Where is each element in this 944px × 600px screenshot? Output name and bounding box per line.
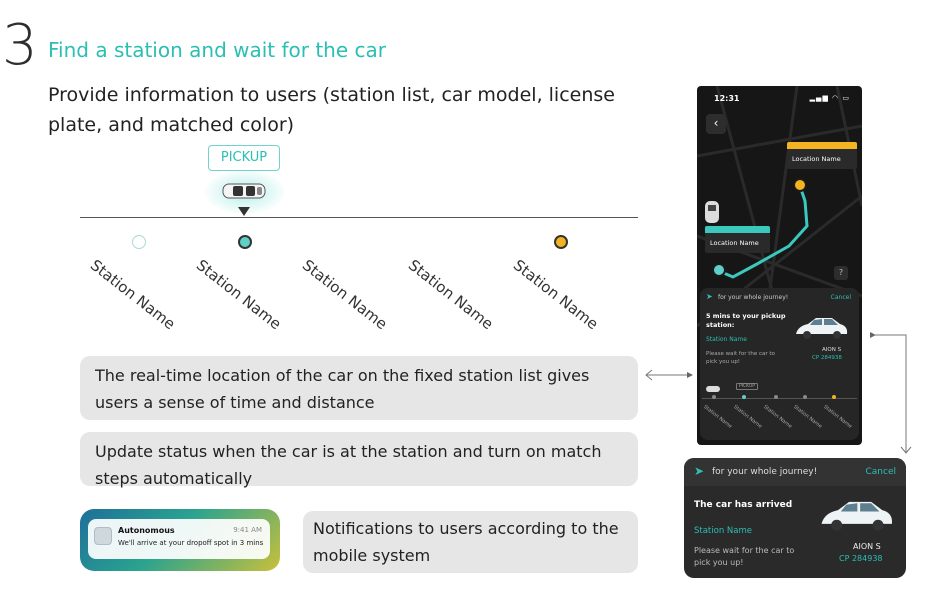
notification-message: We'll arrive at your dropoff spot in 3 m… xyxy=(118,539,264,547)
card-station-name: Station Name xyxy=(706,336,747,343)
mini-station-4: Station Name xyxy=(792,404,823,430)
phone-status-icons: ▂▄▆ ◠ ▭ xyxy=(809,94,850,102)
card-cancel-link[interactable]: Cancel xyxy=(830,294,851,301)
note-update: Update status when the car is at the sta… xyxy=(80,432,638,488)
location-bottom[interactable]: Location Name xyxy=(705,233,770,253)
station-line xyxy=(80,217,638,218)
arrived-journey-text: for your whole journey! xyxy=(712,467,818,477)
step-number: 3 xyxy=(2,13,38,78)
mini-station-2: Station Name xyxy=(732,404,763,430)
back-button[interactable]: ‹ xyxy=(706,114,726,134)
help-button[interactable]: ? xyxy=(834,266,848,280)
arrived-car-model: AION S xyxy=(853,542,881,551)
card-license-plate: CP 284938 xyxy=(812,355,842,361)
car-arrived-card: ➤ for your whole journey! Cancel The car… xyxy=(684,458,906,578)
notification-app: Autonomous xyxy=(118,526,175,535)
mini-station-dots xyxy=(712,395,836,399)
connector-arrow-left xyxy=(645,369,693,381)
station-label-4: Station Name xyxy=(404,256,497,334)
notification-banner: Autonomous 9:41 AM We'll arrive at your … xyxy=(88,519,270,559)
pickup-bar xyxy=(705,226,770,233)
destination-bar xyxy=(787,142,857,149)
station-label-3: Station Name xyxy=(298,256,391,334)
notification-time: 9:41 AM xyxy=(233,526,262,534)
mini-station-line xyxy=(702,398,857,399)
send-icon: ➤ xyxy=(694,464,705,478)
card-pickup-eta: 5 mins to your pickup station: xyxy=(706,312,786,329)
card-wait-text: Please wait for the car to pick you up! xyxy=(706,351,775,365)
arrived-station-name: Station Name xyxy=(694,526,752,536)
mini-station-3: Station Name xyxy=(762,404,793,430)
phone-status-card: ➤ for your whole journey! Cancel 5 mins … xyxy=(700,288,859,440)
phone-time: 12:31 xyxy=(714,94,740,103)
station-label-2: Station Name xyxy=(192,256,285,334)
arrived-title: The car has arrived xyxy=(694,500,793,510)
arrived-wait-text: Please wait for the car to pick you up! xyxy=(694,546,795,567)
pickup-label: PICKUP xyxy=(208,145,280,171)
card-car-model: AION S xyxy=(822,347,842,353)
app-icon xyxy=(94,527,112,545)
station-label-1: Station Name xyxy=(86,256,179,334)
note-notifications: Notifications to users according to the … xyxy=(303,511,638,573)
location-top[interactable]: Location Name xyxy=(787,149,857,169)
step-title: Find a station and wait for the car xyxy=(48,38,386,62)
arrived-car-image xyxy=(821,501,893,531)
car-model-image xyxy=(796,318,848,339)
notification-preview: Autonomous 9:41 AM We'll arrive at your … xyxy=(80,509,280,571)
station-dot-empty xyxy=(132,235,146,249)
mini-car-icon xyxy=(706,386,720,392)
station-dot-current xyxy=(238,235,252,249)
connector-arrow-down xyxy=(870,332,912,454)
car-icon xyxy=(222,183,266,199)
mini-station-5: Station Name xyxy=(822,404,853,430)
phone-mockup: 12:31 ▂▄▆ ◠ ▭ ‹ Location Name Location N… xyxy=(697,86,862,445)
station-dot-destination xyxy=(554,235,568,249)
car-position-pointer xyxy=(238,207,250,216)
mini-pickup-label: PICKUP xyxy=(736,383,759,390)
arrived-card-header xyxy=(684,458,906,486)
send-icon: ➤ xyxy=(706,292,713,301)
station-label-5: Station Name xyxy=(509,256,602,334)
arrived-license-plate: CP 284938 xyxy=(839,554,883,563)
note-realtime: The real-time location of the car on the… xyxy=(80,356,638,420)
step-description: Provide information to users (station li… xyxy=(48,84,615,136)
mini-station-1: Station Name xyxy=(702,404,733,430)
arrived-cancel-link[interactable]: Cancel xyxy=(865,467,897,477)
card-journey-text: for your whole journey! xyxy=(718,294,789,301)
